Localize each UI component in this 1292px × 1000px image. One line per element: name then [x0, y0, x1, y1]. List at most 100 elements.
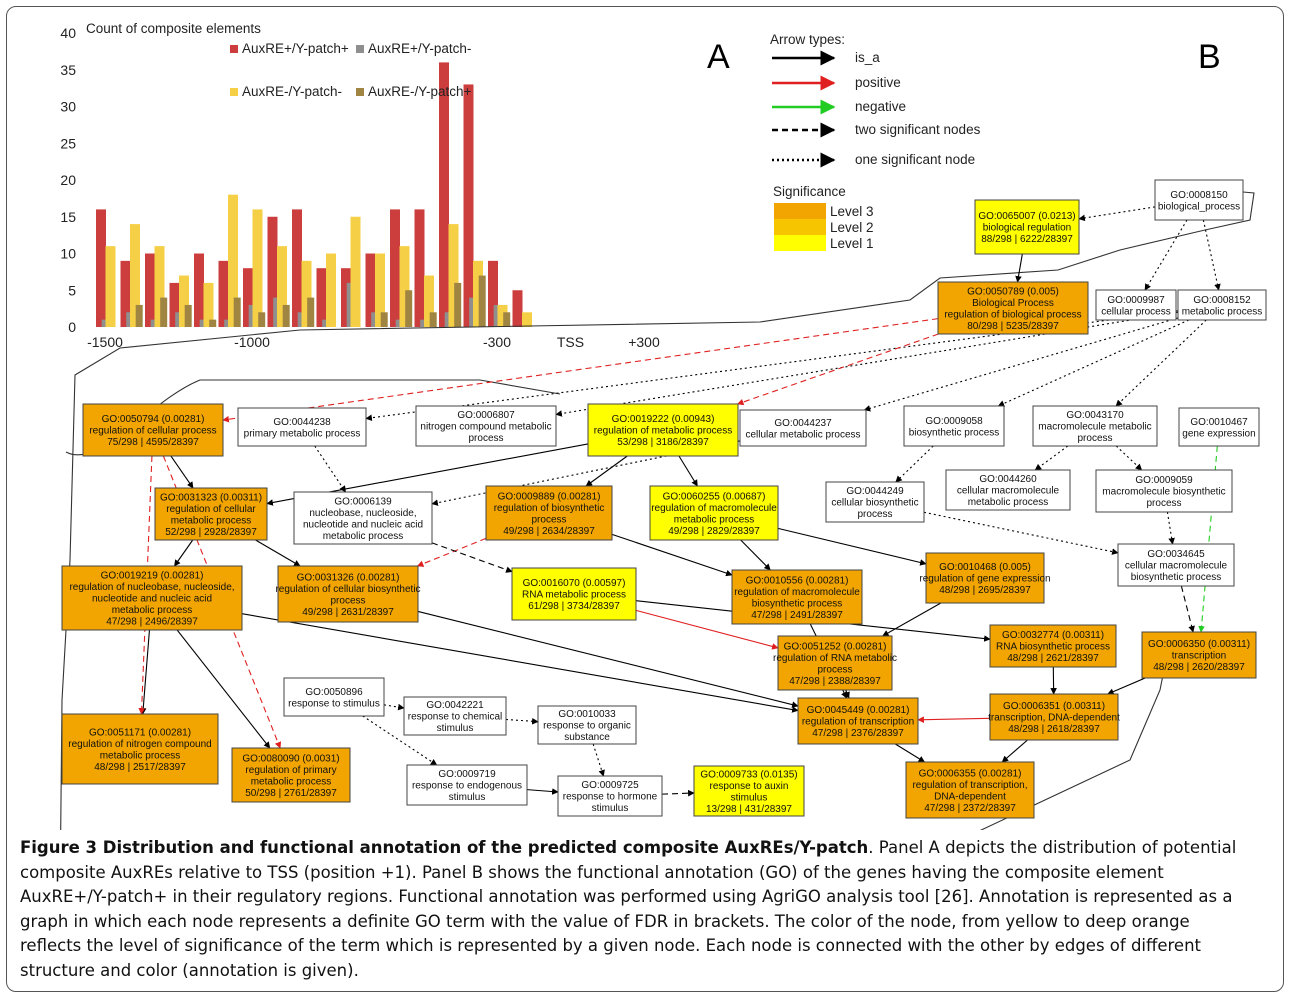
go-node-text: regulation of nucleobase, nucleoside,: [69, 582, 234, 593]
go-node-text: stimulus: [437, 723, 474, 734]
arrow-legend-label: one significant node: [855, 152, 975, 167]
go-node: GO:0031326 (0.00281)regulation of cellul…: [275, 565, 421, 623]
go-node-text: transcription: [1172, 651, 1226, 662]
x-tick-label: TSS: [557, 334, 584, 350]
go-node-text: substance: [564, 732, 610, 743]
go-node-text: GO:0009733 (0.0135): [700, 769, 797, 780]
go-node-text: regulation of gene expression: [919, 574, 1050, 585]
bar: [395, 319, 403, 327]
go-node-text: metabolic process: [100, 750, 181, 761]
go-node-text: GO:0006355 (0.00281): [919, 768, 1022, 779]
go-node-box: [1178, 407, 1260, 447]
bar: [444, 312, 452, 327]
bar: [273, 297, 281, 327]
significance-label: Level 2: [830, 220, 874, 235]
bar: [135, 304, 143, 327]
go-node-text: GO:0031323 (0.00311): [160, 492, 262, 503]
significance-swatch: [774, 203, 826, 219]
bar: [154, 246, 165, 327]
go-node-text: GO:0051171 (0.00281): [89, 727, 191, 738]
go-node-text: response to auxin: [710, 781, 789, 792]
go-node: GO:0031323 (0.00311)regulation of cellul…: [154, 487, 268, 541]
bar: [297, 312, 305, 327]
go-node-text: Biological Process: [972, 298, 1054, 309]
go-node-box: [403, 696, 507, 736]
go-edge: [1001, 739, 1028, 763]
bar: [126, 312, 134, 327]
go-node-box: [1141, 631, 1257, 679]
go-node-text: cellular metabolic process: [745, 429, 860, 440]
go-node-box: [1032, 405, 1158, 447]
go-node-text: 47/298 | 2491/28397: [751, 610, 843, 621]
go-node-text: GO:0009059: [1135, 475, 1193, 486]
go-node-text: GO:0008150: [1170, 190, 1228, 201]
bar: [414, 209, 425, 327]
x-tick-label: -1500: [87, 334, 123, 350]
go-edge: [139, 629, 151, 715]
go-edge: [611, 533, 733, 577]
go-node-text: metabolic process: [968, 497, 1049, 508]
go-node: GO:0065007 (0.0213)biological regulation…: [974, 199, 1080, 255]
go-node-text: GO:0044260: [979, 474, 1037, 485]
x-tick-label: -300: [483, 334, 511, 350]
go-node-text: response to endogenous: [412, 781, 522, 792]
legend-label: AuxRE-/Y-patch-: [242, 84, 342, 99]
go-node-text: response to stimulus: [288, 698, 380, 709]
bar: [448, 224, 459, 327]
go-node-text: GO:0031326 (0.00281): [297, 572, 400, 583]
go-node-text: GO:0044238: [273, 417, 331, 428]
bar: [248, 304, 256, 327]
go-node: GO:0060255 (0.00687)regulation of macrom…: [649, 485, 779, 541]
bar: [420, 319, 428, 327]
bar: [101, 319, 109, 327]
x-tick-label: +300: [628, 334, 660, 350]
bar: [145, 253, 155, 327]
legend-label: AuxRE+/Y-patch-: [368, 41, 471, 56]
go-node-text: stimulus: [592, 803, 629, 814]
go-node-text: GO:0050896: [305, 687, 363, 698]
go-node-box: [1177, 289, 1267, 321]
go-edge: [1078, 206, 1156, 222]
go-node-box: [903, 405, 1005, 447]
significance-swatch: [774, 235, 826, 251]
bar: [175, 312, 183, 327]
bar: [203, 282, 214, 327]
go-node: GO:0009889 (0.00281)regulation of biosyn…: [485, 485, 613, 541]
go-edge: [895, 445, 934, 483]
go-node-text: 50/298 | 2761/28397: [245, 788, 337, 799]
bar: [105, 246, 116, 327]
bar: [503, 312, 511, 327]
go-node-text: RNA biosynthetic process: [996, 642, 1110, 653]
go-node: GO:0080090 (0.0031)regulation of primary…: [231, 747, 351, 803]
go-node-text: GO:0009725: [581, 780, 639, 791]
go-node-box: [406, 764, 528, 806]
bar: [130, 224, 140, 327]
go-edge: [1115, 319, 1207, 407]
bar: [179, 275, 189, 327]
go-node-text: GO:0010033: [558, 709, 616, 720]
go-node-text: 13/298 | 431/28397: [706, 804, 792, 815]
go-node-text: regulation of cellular process: [89, 426, 216, 437]
go-node: GO:0051252 (0.00281)regulation of RNA me…: [773, 635, 897, 691]
bar: [473, 260, 483, 327]
go-node-text: 75/298 | 4595/28397: [107, 437, 199, 448]
go-node-text: GO:0045449 (0.00281): [807, 705, 910, 716]
go-edge: [505, 717, 539, 725]
go-node-text: nucleotide and nucleic acid: [92, 594, 212, 605]
bar: [316, 268, 327, 327]
go-edge: [1202, 219, 1221, 291]
bar: [493, 304, 501, 327]
significance-swatch: [774, 219, 826, 235]
go-node-text: process: [468, 433, 503, 444]
go-node-box: [945, 469, 1071, 511]
go-node-text: 48/298 | 2620/28397: [1153, 662, 1245, 673]
go-edge: [1115, 445, 1143, 471]
bar: [184, 304, 192, 327]
bar: [282, 304, 290, 327]
